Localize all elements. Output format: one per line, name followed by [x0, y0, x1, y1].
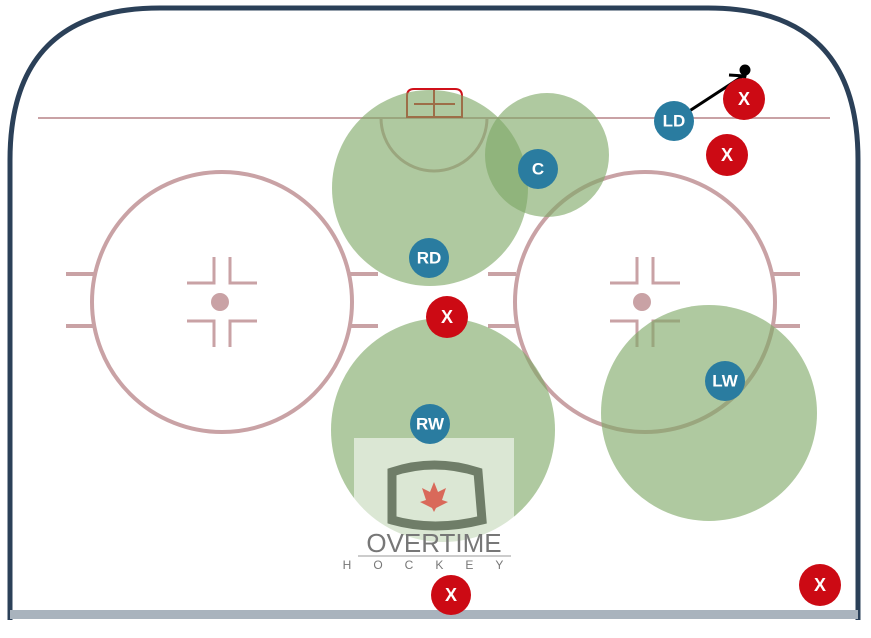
player-rw[interactable]: RW — [410, 404, 450, 444]
overtime-hockey-logo: OVERTIME HOCKEY — [343, 438, 526, 594]
player-c[interactable]: C — [518, 149, 558, 189]
svg-text:X: X — [445, 585, 457, 605]
svg-text:X: X — [441, 307, 453, 327]
rink-boards — [7, 5, 861, 620]
svg-text:X: X — [721, 145, 733, 165]
player-ld[interactable]: LD — [654, 101, 694, 141]
svg-text:RW: RW — [416, 415, 445, 434]
svg-text:C: C — [532, 160, 544, 179]
coverage-zone-lw — [601, 305, 817, 521]
svg-text:OVERTIME: OVERTIME — [366, 528, 501, 558]
bottom-line — [10, 610, 858, 619]
opponent-x[interactable]: X — [723, 78, 765, 120]
player-rd[interactable]: RD — [409, 238, 449, 278]
svg-text:LW: LW — [712, 372, 738, 391]
opponent-x[interactable]: X — [426, 296, 468, 338]
svg-text:X: X — [814, 575, 826, 595]
coverage-zone-rd — [332, 90, 528, 286]
opponent-x[interactable]: X — [799, 564, 841, 606]
faceoff-circle-left — [66, 170, 378, 434]
svg-text:RD: RD — [417, 249, 442, 268]
player-lw[interactable]: LW — [705, 361, 745, 401]
svg-text:LD: LD — [663, 112, 686, 131]
svg-text:HOCKEY: HOCKEY — [343, 558, 526, 572]
opponent-x[interactable]: X — [431, 575, 471, 615]
svg-text:X: X — [738, 89, 750, 109]
opponent-x[interactable]: X — [706, 134, 748, 176]
